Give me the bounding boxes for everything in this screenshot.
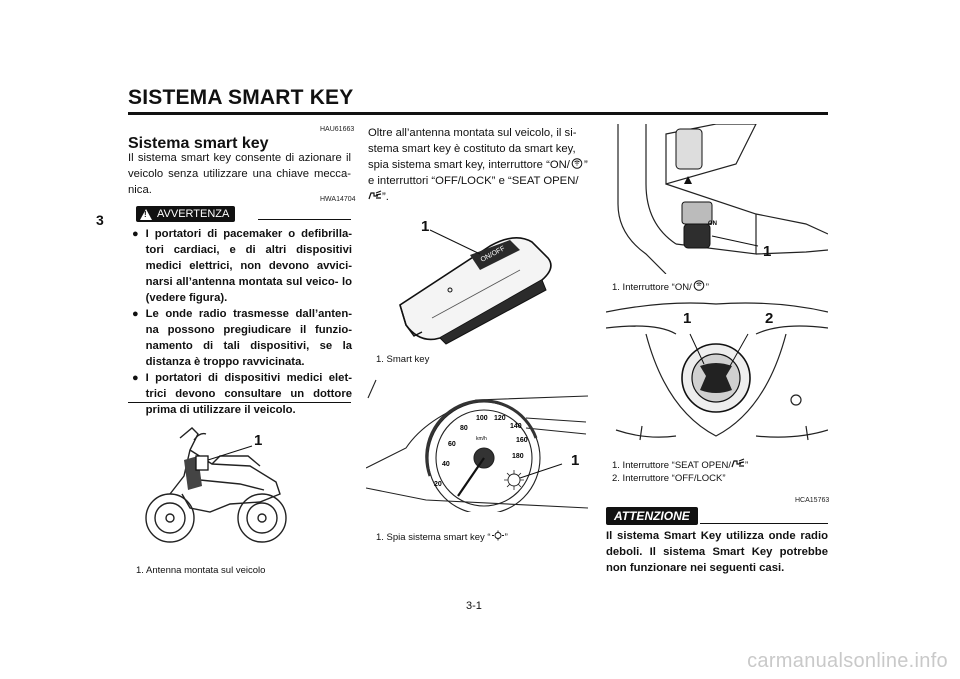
gauge-label-40: 40 — [442, 461, 450, 468]
smart-key-indicator-icon — [491, 530, 504, 541]
seat-open-icon — [368, 190, 382, 200]
list-item: ● Le onde radio trasmesse dall’anten- na… — [132, 308, 352, 368]
bullet-icon: ● — [132, 372, 139, 384]
gauge-caption: 1. Spia sistema smart key “” — [376, 530, 508, 543]
intro-paragraph: Il sistema smart key consente di azionar… — [128, 152, 351, 196]
gauge-label-140: 140 — [510, 423, 522, 430]
warning-end-rule — [128, 402, 351, 403]
gauge-callout: 1 — [571, 452, 580, 469]
page-number: 3-1 — [466, 600, 482, 612]
seat-callout-1: 1 — [683, 310, 692, 327]
watermark: carmanualsonline.info — [747, 650, 948, 672]
ref-code: HCA15763 — [795, 497, 830, 504]
attention-badge: ATTENZIONE — [606, 507, 698, 525]
attention-text: Il sistema Smart Key utilizza onde radio… — [606, 530, 828, 574]
title-rule — [128, 112, 828, 115]
seat-callout-2: 2 — [765, 310, 774, 327]
smart-key-illustration: ON/OFF — [399, 229, 552, 345]
switch-caption: 1. Interruttore “ON/” — [612, 280, 709, 293]
seat-open-icon — [731, 458, 745, 468]
section-heading: Sistema smart key — [128, 135, 269, 152]
list-item: ● I portatori di pacemaker o defibrilla-… — [132, 228, 352, 304]
scooter-illustration — [145, 427, 287, 543]
gauge-unit-label: km/h — [476, 436, 487, 442]
gauge-label-100: 100 — [476, 415, 488, 422]
gauge-label-160: 160 — [516, 437, 528, 444]
figure-callout: 1 — [254, 432, 263, 449]
gauge-label-80: 80 — [460, 425, 468, 432]
seat-caption-1: 1. Interruttore “SEAT OPEN/” — [612, 458, 749, 471]
bullet-icon: ● — [132, 228, 139, 240]
ref-code: HAU61663 — [320, 126, 355, 133]
middle-paragraph: Oltre all’antenna montata sul veicolo, i… — [368, 127, 588, 203]
ref-code: HWA14704 — [320, 196, 356, 203]
gauge-label-120: 120 — [494, 415, 506, 422]
warning-rule — [258, 219, 351, 220]
warning-list: ● I portatori di pacemaker o defibrilla-… — [132, 226, 352, 418]
gauge-label-60: 60 — [448, 441, 456, 448]
list-item: ● I portatori di dispositivi medici elet… — [132, 372, 352, 416]
knob-illustration — [606, 302, 828, 441]
figure-caption: 1. Antenna montata sul veicolo — [136, 565, 266, 576]
seat-caption-2: 2. Interruttore “OFF/LOCK” — [612, 473, 726, 484]
speedometer-illustration: 20 40 60 80 100 120 140 160 180 km/h — [366, 379, 588, 512]
warning-badge: ! AVVERTENZA — [136, 206, 236, 222]
page-title: SISTEMA SMART KEY — [128, 86, 354, 109]
chapter-number: 3 — [96, 212, 104, 228]
smart-key-indicator-icon — [504, 470, 524, 490]
smart-key-signal-icon — [571, 158, 583, 169]
warning-triangle-icon: ! — [140, 208, 152, 220]
key-callout: 1 — [421, 218, 430, 235]
attention-rule — [700, 523, 828, 524]
gauge-label-180: 180 — [512, 453, 524, 460]
switch-callout: 1 — [763, 243, 772, 260]
smart-key-signal-icon — [693, 280, 705, 291]
bullet-icon: ● — [132, 308, 139, 320]
warning-label: AVVERTENZA — [157, 208, 230, 220]
gauge-label-20: 20 — [434, 481, 442, 488]
key-caption: 1. Smart key — [376, 354, 430, 365]
handlebar-switch-illustration: ON — [617, 124, 828, 274]
switch-on-label: ON — [708, 221, 717, 227]
